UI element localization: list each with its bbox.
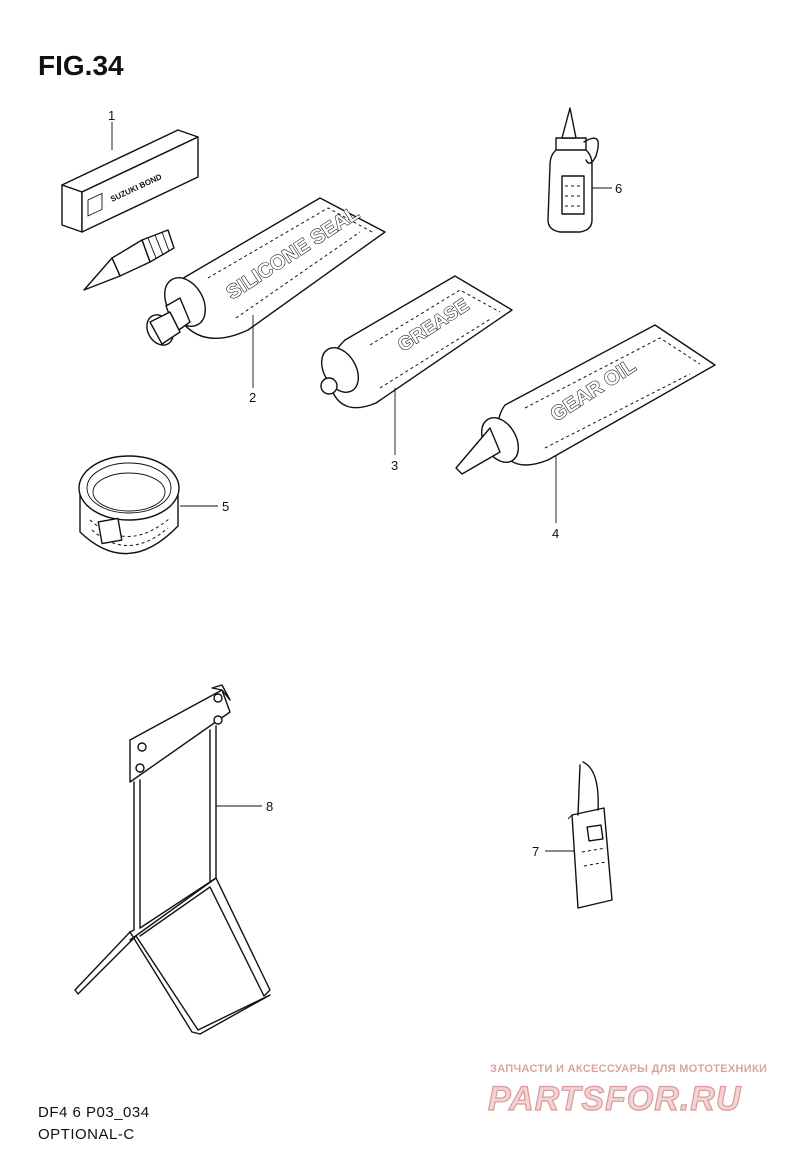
- part-8-stand[interactable]: [74, 684, 271, 1035]
- part-5-grease-tin[interactable]: [78, 455, 180, 555]
- watermark-logo: PARTSFOR.RU: [488, 1079, 742, 1116]
- callout-7: 7: [532, 844, 539, 859]
- part-4-gear-oil[interactable]: GEAR OIL: [455, 324, 716, 475]
- part-1-suzuki-bond[interactable]: SUZUKI BOND: [61, 129, 199, 291]
- callout-8: 8: [266, 799, 273, 814]
- part-6-oil-bottle[interactable]: [547, 107, 599, 233]
- watermark-logo-text: PARTSFOR.RU: [488, 1080, 742, 1116]
- callout-1: 1: [108, 108, 115, 123]
- part-3-grease[interactable]: GREASE: [314, 275, 513, 409]
- watermark-tagline: ЗАПЧАСТИ И АКСЕССУАРЫ ДЛЯ МОТОТЕХНИКИ: [490, 1063, 768, 1075]
- callout-2: 2: [249, 390, 256, 405]
- diagram-code: DF4 6 P03_034: [38, 1104, 150, 1121]
- figure-title: FIG.34: [38, 50, 124, 81]
- callout-4: 4: [552, 526, 559, 541]
- callout-5: 5: [222, 499, 229, 514]
- callout-leaders: [111, 122, 612, 852]
- diagram-group: OPTIONAL-C: [38, 1126, 135, 1143]
- part-2-silicone-seal[interactable]: SILICONE SEAL: [142, 197, 386, 350]
- callout-6: 6: [615, 181, 622, 196]
- callout-numbers: 1 2 3 4 5 6 7 8: [108, 108, 622, 859]
- callout-3: 3: [391, 458, 398, 473]
- part-7-sachet[interactable]: [567, 761, 613, 909]
